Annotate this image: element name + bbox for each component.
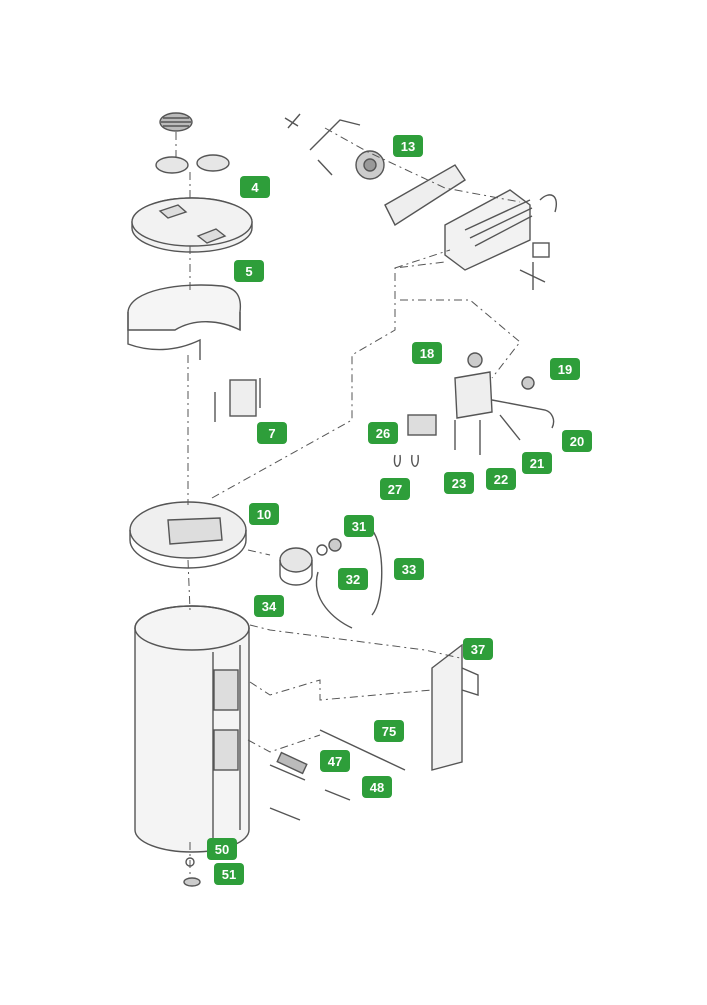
callout-4: 4 <box>240 176 270 198</box>
caps-part <box>155 154 230 174</box>
callout-13: 13 <box>393 135 423 157</box>
callout-75: 75 <box>374 720 404 742</box>
callout-50: 50 <box>207 838 237 860</box>
callout-48: 48 <box>362 776 392 798</box>
callout-51: 51 <box>214 863 244 885</box>
callout-18: 18 <box>412 342 442 364</box>
tank-part <box>134 605 250 853</box>
callout-23: 23 <box>444 472 474 494</box>
base-plate-part <box>129 501 247 569</box>
heating-elements-part <box>183 729 406 887</box>
callout-22: 22 <box>486 468 516 490</box>
callout-21: 21 <box>522 452 552 474</box>
callout-37: 37 <box>463 638 493 660</box>
control-box-part <box>393 352 555 467</box>
callout-27: 27 <box>380 478 410 500</box>
callout-47: 47 <box>320 750 350 772</box>
bracket-part <box>214 378 261 422</box>
dash-dot-leaders <box>175 127 521 878</box>
lid-part <box>131 197 253 253</box>
callout-10: 10 <box>249 503 279 525</box>
callout-34: 34 <box>254 595 284 617</box>
band-part <box>127 284 242 360</box>
callout-7: 7 <box>257 422 287 444</box>
callout-19: 19 <box>550 358 580 380</box>
top-grille-part <box>159 112 193 132</box>
callout-32: 32 <box>338 568 368 590</box>
side-panel-part <box>431 643 479 771</box>
callout-26: 26 <box>368 422 398 444</box>
callout-33: 33 <box>394 558 424 580</box>
fan-assembly-part <box>284 113 385 180</box>
compressor-part <box>279 529 383 629</box>
callout-31: 31 <box>344 515 374 537</box>
callout-20: 20 <box>562 430 592 452</box>
evaporator-part <box>384 164 557 290</box>
callout-5: 5 <box>234 260 264 282</box>
